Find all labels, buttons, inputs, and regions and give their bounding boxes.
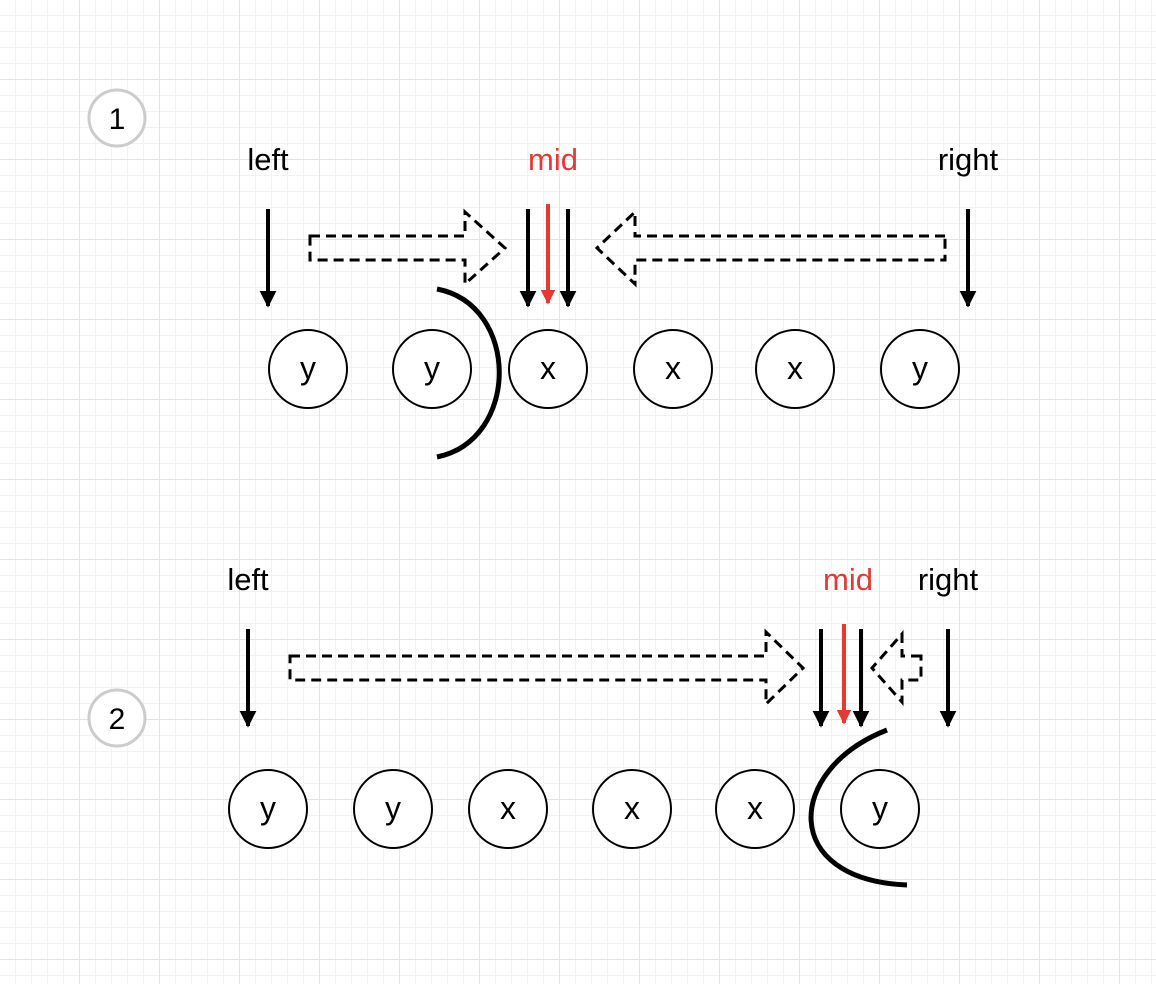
step-1-node: y <box>880 329 960 409</box>
step-1-node-label: y <box>300 350 316 386</box>
step-1-node-label: y <box>912 350 928 386</box>
step-2-node-label: x <box>500 790 516 826</box>
step-1-node: y <box>268 329 348 409</box>
step-2-right-label: right <box>918 562 979 597</box>
step-2-group: 2 left mid right y y x <box>87 562 979 888</box>
step-1-node: x <box>508 329 588 409</box>
step-2-node: x <box>468 769 548 849</box>
step-1-left-label: left <box>247 142 289 177</box>
step-1-node: y <box>392 329 472 409</box>
step-1-node-label: x <box>540 350 556 386</box>
step-2-node: y <box>353 769 433 849</box>
step-2-node-list: y y x x x y <box>228 769 920 849</box>
step-2-left-label: left <box>227 562 269 597</box>
step-2-mid-label: mid <box>823 562 873 597</box>
step-2-node: y <box>840 769 920 849</box>
step-1-node-list: y y x x x y <box>268 329 960 409</box>
step-1-node: x <box>755 329 835 409</box>
step-2-node: y <box>228 769 308 849</box>
step-2-move-left-dashed-arrow <box>869 630 923 706</box>
step-1-group: 1 left mid right y y x <box>87 88 999 460</box>
step-1-badge-text: 1 <box>109 103 126 136</box>
step-2-node-label: x <box>624 790 640 826</box>
step-1-node-label: x <box>787 350 803 386</box>
step-1-mid-label: mid <box>528 142 578 177</box>
step-1-move-right-dashed-arrow <box>308 208 508 288</box>
step-2-node-label: y <box>872 790 888 826</box>
step-1-node-label: y <box>424 350 440 386</box>
step-2-move-right-dashed-arrow <box>288 628 806 708</box>
step-2-boundary-curve <box>808 727 908 888</box>
step-2-node: x <box>592 769 672 849</box>
step-1-boundary-curve <box>436 286 502 460</box>
step-2-node-label: x <box>747 790 763 826</box>
step-1-move-left-dashed-arrow <box>594 208 947 288</box>
step-1-node: x <box>633 329 713 409</box>
step-2-node-label: y <box>260 790 276 826</box>
step-2-node: x <box>715 769 795 849</box>
step-2-node-label: y <box>385 790 401 826</box>
step-1-node-label: x <box>665 350 681 386</box>
step-2-badge: 2 <box>87 688 147 748</box>
step-2-badge-text: 2 <box>109 703 126 736</box>
step-1-right-label: right <box>938 142 999 177</box>
step-1-badge: 1 <box>87 88 147 148</box>
